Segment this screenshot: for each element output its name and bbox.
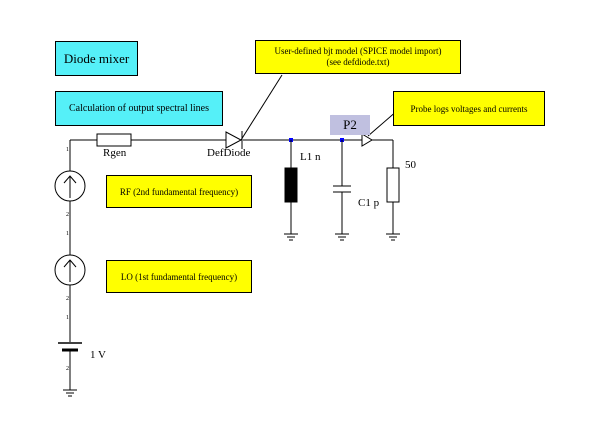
inductor-branch xyxy=(284,140,298,234)
rgen-resistor xyxy=(96,133,132,147)
bjt-model-note-line1: User-defined bjt model (SPICE model impo… xyxy=(274,46,442,56)
title-note: Diode mixer xyxy=(55,41,138,76)
inductor-label: L1 n xyxy=(300,151,321,163)
probe-note: Probe logs voltages and currents xyxy=(393,91,545,126)
rf-pin-1: 1 xyxy=(66,147,69,153)
ground-symbol-battery xyxy=(63,389,77,397)
lo-pin-2: 2 xyxy=(66,296,69,302)
diode-label: DefDiode xyxy=(207,147,251,159)
rf-current-source xyxy=(54,170,86,202)
rf-note: RF (2nd fundamental frequency) xyxy=(106,175,252,208)
battery-symbol xyxy=(58,342,82,352)
probe-label: P2 xyxy=(330,115,370,135)
load-branch xyxy=(386,140,400,234)
rf-pin-2: 2 xyxy=(66,212,69,218)
ground-symbol-inductor xyxy=(284,233,298,241)
battery-pin-1: 1 xyxy=(66,315,69,321)
capacitor-label: C1 p xyxy=(358,197,380,209)
lo-note: LO (1st fundamental frequency) xyxy=(106,260,252,293)
load-label: 50 xyxy=(405,159,416,171)
capacitor-branch xyxy=(333,140,351,234)
lo-current-source xyxy=(54,254,86,286)
probe-symbol xyxy=(361,133,373,147)
ground-symbol-capacitor xyxy=(335,233,349,241)
bjt-model-note: User-defined bjt model (SPICE model impo… xyxy=(255,40,461,74)
rgen-label: Rgen xyxy=(103,147,127,159)
ground-symbol-load xyxy=(386,233,400,241)
callout-line-diode xyxy=(240,74,283,141)
bjt-model-note-line2: (see defdiode.txt) xyxy=(326,57,390,67)
battery-pin-2: 2 xyxy=(66,366,69,372)
battery-label: 1 V xyxy=(90,349,106,361)
lo-pin-1: 1 xyxy=(66,231,69,237)
diode-symbol xyxy=(225,131,243,149)
calculation-note: Calculation of output spectral lines xyxy=(55,91,223,126)
